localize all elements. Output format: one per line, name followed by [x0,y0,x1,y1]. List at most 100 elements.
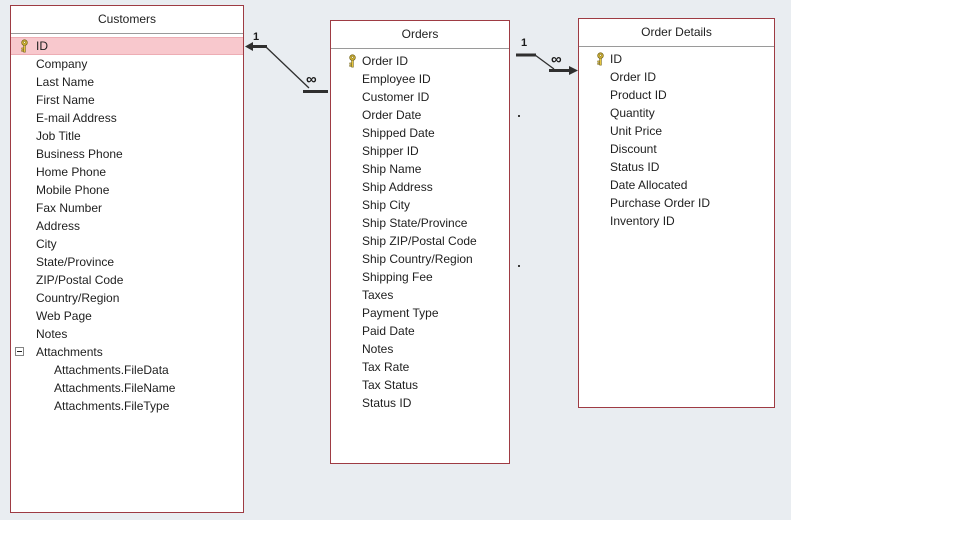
cardinality-one-label: 1 [521,37,528,49]
table-title-customers[interactable]: Customers [11,6,243,34]
field-name: ID [36,39,48,53]
field-name: First Name [36,93,95,107]
field-name: Home Phone [36,165,107,179]
field-name: Country/Region [36,291,120,305]
field-row[interactable]: Company [11,55,243,73]
field-row[interactable]: Ship Address [331,178,509,196]
field-row[interactable]: City [11,235,243,253]
field-row[interactable]: E-mail Address [11,109,243,127]
field-row[interactable]: Payment Type [331,304,509,322]
field-row[interactable]: ZIP/Postal Code [11,271,243,289]
field-name: Ship ZIP/Postal Code [362,234,477,248]
field-row[interactable]: Status ID [331,394,509,412]
field-row[interactable]: Attachments.FileType [11,397,243,415]
field-name: Attachments [36,345,103,359]
field-name: Shipping Fee [362,270,433,284]
field-row[interactable]: Notes [331,340,509,358]
field-name: Discount [610,142,657,156]
field-name: Purchase Order ID [610,196,711,210]
table-title-order-details[interactable]: Order Details [579,19,774,47]
field-row[interactable]: Mobile Phone [11,181,243,199]
field-row[interactable]: Status ID [579,158,774,176]
field-name: State/Province [36,255,115,269]
field-name: Business Phone [36,147,123,161]
field-row[interactable]: Notes [11,325,243,343]
field-row[interactable]: Address [11,217,243,235]
field-name: Order ID [610,70,657,84]
field-name: Company [36,57,88,71]
table-title-orders[interactable]: Orders [331,21,509,49]
field-row[interactable]: Business Phone [11,145,243,163]
field-row-attachments[interactable]: Attachments [11,343,243,361]
field-row-id[interactable]: ID [11,37,243,55]
field-name: Attachments.FileData [54,363,169,377]
field-name: Ship State/Province [362,216,468,230]
field-list-order-details: ID Order ID Product ID Quantity Unit Pri… [579,47,774,230]
field-row[interactable]: First Name [11,91,243,109]
field-row[interactable]: Paid Date [331,322,509,340]
field-row[interactable]: Ship City [331,196,509,214]
field-name: Order Date [362,108,422,122]
stray-dot [518,115,520,117]
field-name: Ship City [362,198,411,212]
field-row[interactable]: Tax Rate [331,358,509,376]
table-order-details[interactable]: Order Details ID Order ID Product ID Qua… [578,18,775,408]
field-name: Job Title [36,129,81,143]
field-row[interactable]: Inventory ID [579,212,774,230]
field-name: Date Allocated [610,178,688,192]
field-row[interactable]: Job Title [11,127,243,145]
field-row[interactable]: Customer ID [331,88,509,106]
field-name: Order ID [362,54,409,68]
field-row[interactable]: Ship Country/Region [331,250,509,268]
field-row[interactable]: Employee ID [331,70,509,88]
cardinality-many-label: ∞ [306,71,317,88]
field-row-order-id[interactable]: Order ID [331,52,509,70]
field-name: Tax Rate [362,360,410,374]
field-row[interactable]: Shipped Date [331,124,509,142]
field-row[interactable]: Order Date [331,106,509,124]
primary-key-icon [19,39,30,58]
field-name: City [36,237,57,251]
field-row[interactable]: Quantity [579,104,774,122]
stray-dot [518,265,520,267]
field-row[interactable]: Shipping Fee [331,268,509,286]
field-row[interactable]: Date Allocated [579,176,774,194]
field-row[interactable]: Unit Price [579,122,774,140]
field-name: Shipped Date [362,126,435,140]
field-name: Attachments.FileType [54,399,170,413]
table-customers[interactable]: Customers ID Company Last Name First Nam… [10,5,244,513]
field-row[interactable]: Home Phone [11,163,243,181]
field-name: Notes [36,327,68,341]
field-row[interactable]: Web Page [11,307,243,325]
field-row[interactable]: Fax Number [11,199,243,217]
field-row[interactable]: Product ID [579,86,774,104]
field-row[interactable]: Country/Region [11,289,243,307]
field-row-id[interactable]: ID [579,50,774,68]
field-row[interactable]: Ship State/Province [331,214,509,232]
field-name: Employee ID [362,72,431,86]
field-row[interactable]: Last Name [11,73,243,91]
field-row[interactable]: Purchase Order ID [579,194,774,212]
field-name: Ship Name [362,162,422,176]
field-row[interactable]: Attachments.FileData [11,361,243,379]
field-row[interactable]: Order ID [579,68,774,86]
collapse-expander-icon[interactable] [15,347,24,356]
field-name: Notes [362,342,394,356]
field-name: Inventory ID [610,214,675,228]
field-name: Product ID [610,88,667,102]
field-name: Ship Country/Region [362,252,473,266]
field-row[interactable]: State/Province [11,253,243,271]
field-row[interactable]: Ship Name [331,160,509,178]
field-list-orders: Order ID Employee ID Customer ID Order D… [331,49,509,412]
field-name: Quantity [610,106,655,120]
field-name: Taxes [362,288,394,302]
field-row[interactable]: Ship ZIP/Postal Code [331,232,509,250]
field-row[interactable]: Tax Status [331,376,509,394]
table-orders[interactable]: Orders Order ID Employee ID Customer ID … [330,20,510,464]
field-row[interactable]: Shipper ID [331,142,509,160]
field-name: Last Name [36,75,95,89]
cardinality-many-label: ∞ [551,51,562,68]
field-row[interactable]: Attachments.FileName [11,379,243,397]
field-row[interactable]: Discount [579,140,774,158]
field-row[interactable]: Taxes [331,286,509,304]
